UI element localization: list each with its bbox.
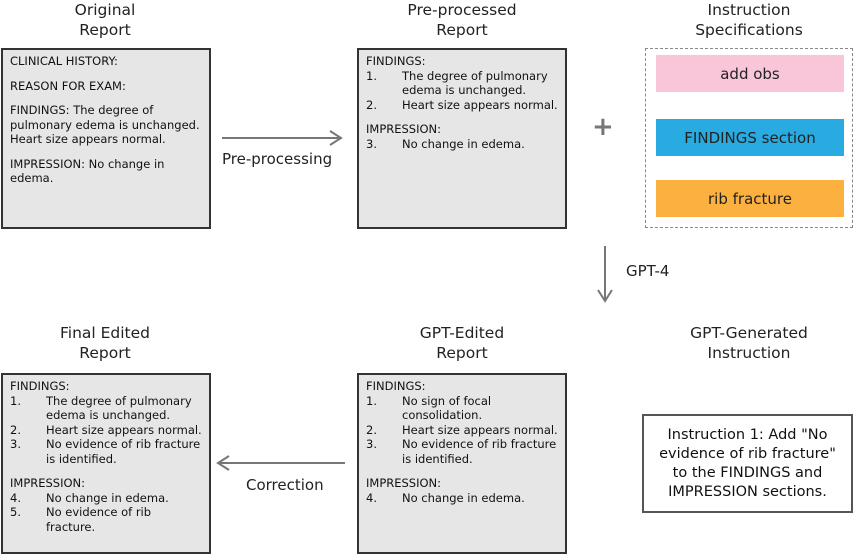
original-report-box: CLINICAL HISTORY: REASON FOR EXAM: FINDI… xyxy=(1,48,211,229)
findings-header: FINDINGS: xyxy=(366,54,426,68)
original-report-title: Original Report xyxy=(74,1,136,39)
list-item: 5.No evidence of rib fracture. xyxy=(10,505,152,534)
list-item: 3.No change in edema. xyxy=(366,136,525,151)
findings-header: FINDINGS: xyxy=(366,379,426,393)
gpt-generated-instruction-title: GPT-Generated Instruction xyxy=(690,324,808,362)
gpt4-label: GPT-4 xyxy=(626,262,670,280)
instruction-specifications-title: Instruction Specifications xyxy=(695,1,803,39)
impression-header: IMPRESSION: xyxy=(10,476,86,490)
spec-chip-rib-fracture: rib fracture xyxy=(656,180,844,217)
impression-header: IMPRESSION: xyxy=(366,122,442,136)
preprocessed-report-title: Pre-processed Report xyxy=(407,1,517,39)
spec-chip-findings-section: FINDINGS section xyxy=(656,119,844,156)
preprocessing-label: Pre-processing xyxy=(222,150,333,168)
list-item: 3.No evidence of rib fracture is identif… xyxy=(366,437,557,466)
preprocessed-report-box: FINDINGS: 1.The degree of pulmonary edem… xyxy=(357,48,567,229)
list-item: 4.No change in edema. xyxy=(10,490,169,505)
list-item: 4.No change in edema. xyxy=(366,490,525,505)
reason-for-exam-line: REASON FOR EXAM: xyxy=(10,78,126,93)
plus-sign: + xyxy=(592,112,614,142)
list-item: 2.Heart size appears normal. xyxy=(366,97,558,112)
gpt-generated-instruction-box: Instruction 1: Add "No evidence of rib f… xyxy=(642,414,853,513)
findings-header: FINDINGS: xyxy=(10,379,70,393)
list-item: 1.No sign of focal consolidation. xyxy=(366,393,492,423)
gpt-edited-report-box: FINDINGS: 1.No sign of focal consolidati… xyxy=(357,373,567,554)
clinical-history-line: CLINICAL HISTORY: xyxy=(10,54,118,68)
list-item: 2.Heart size appears normal. xyxy=(366,422,558,437)
list-item: 1.The degree of pulmonary edema is uncha… xyxy=(366,68,548,98)
correction-label: Correction xyxy=(246,476,324,494)
final-edited-report-box: FINDINGS: 1.The degree of pulmonary edem… xyxy=(1,373,211,554)
spec-chip-add-obs: add obs xyxy=(656,55,844,92)
list-item: 2.Heart size appears normal. xyxy=(10,422,202,437)
correction-arrowhead xyxy=(216,455,230,471)
preprocessing-arrowhead xyxy=(329,130,343,146)
gpt4-arrowhead xyxy=(597,289,613,303)
instruction-specifications-frame: add obs FINDINGS section rib fracture xyxy=(645,48,853,228)
gpt-edited-report-title: GPT-Edited Report xyxy=(419,324,505,362)
findings-paragraph: FINDINGS: The degree of pulmonary edema … xyxy=(10,103,200,146)
impression-header: IMPRESSION: xyxy=(366,476,442,490)
final-edited-report-title: Final Edited Report xyxy=(59,324,151,362)
list-item: 1.The degree of pulmonary edema is uncha… xyxy=(10,393,192,423)
list-item: 3.No evidence of rib fracture is identif… xyxy=(10,437,201,466)
impression-paragraph: IMPRESSION: No change in edema. xyxy=(10,156,165,186)
